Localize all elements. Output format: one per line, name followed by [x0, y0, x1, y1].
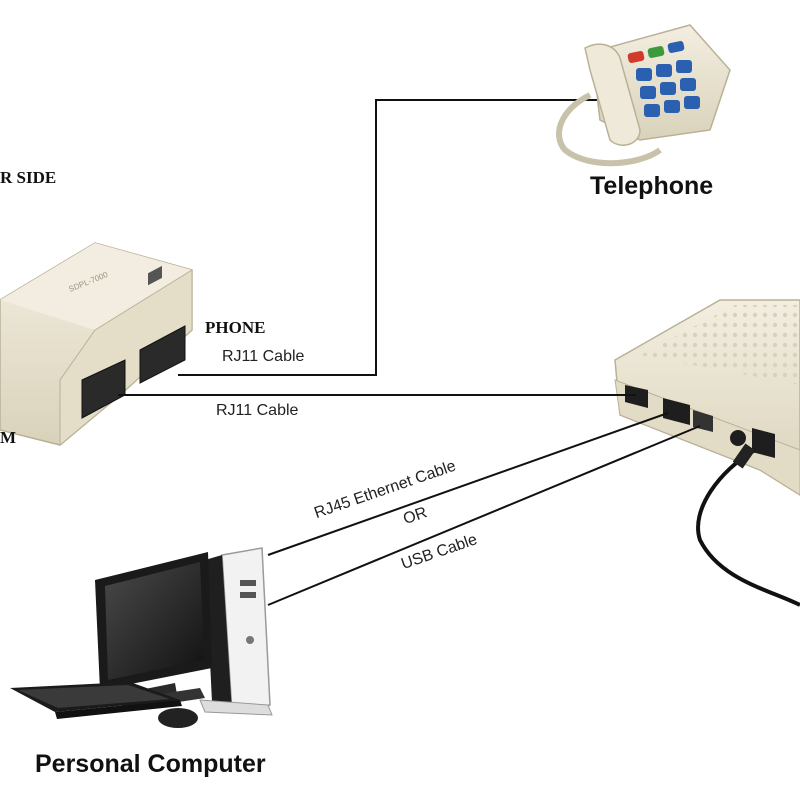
router-device [614, 299, 800, 607]
modem-cable-label: RJ11 Cable [216, 402, 299, 419]
splitter-side-label: R SIDE [0, 168, 57, 187]
splitter-device: SDPL-7000 [0, 242, 193, 447]
router-power-jack [730, 430, 746, 446]
telephone-keypad [627, 41, 700, 117]
telephone-label: Telephone [590, 172, 714, 200]
ethernet-cable-line [267, 412, 669, 556]
splitter-phone-port [139, 265, 186, 384]
modem-port-label: M [0, 428, 17, 447]
router-dsl-port [752, 428, 775, 458]
phone-cable-label: RJ11 Cable [222, 348, 305, 365]
personal-computer-label: Personal Computer [35, 750, 266, 778]
router-phone-port [625, 385, 648, 408]
usb-cable-line [267, 425, 701, 606]
router-ethernet-port [663, 398, 690, 425]
phone-port-label: PHONE [205, 318, 266, 337]
phone-cable-line [178, 99, 618, 376]
telephone-device [556, 24, 731, 167]
computer-device [10, 547, 273, 728]
cables [118, 99, 701, 606]
